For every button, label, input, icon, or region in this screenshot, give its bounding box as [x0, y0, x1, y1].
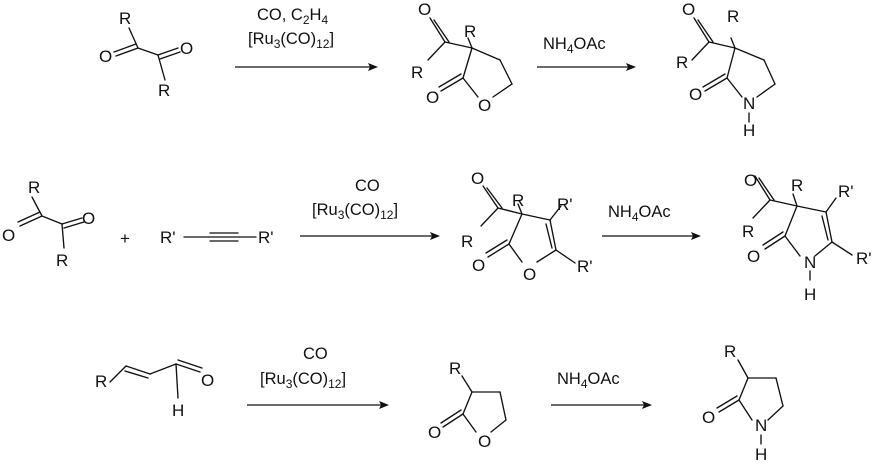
enal: R O H — [95, 359, 214, 420]
r-label: R — [28, 178, 40, 197]
h-label: H — [755, 445, 767, 464]
lactone-1: O R R O O — [411, 0, 513, 115]
arrow-3a: CO [Ru3(CO)12] — [247, 345, 389, 409]
pyrrolinone: O R R' R O N R' H — [742, 171, 872, 304]
n-label: N — [804, 253, 816, 272]
condition-catalyst: [Ru3(CO)12] — [260, 370, 346, 391]
r-label: R — [449, 359, 461, 378]
diketone-2: R O O R — [2, 178, 95, 270]
o-label: O — [471, 169, 484, 188]
r-label: R — [95, 372, 107, 391]
o-label: O — [99, 47, 112, 66]
r-label: R — [742, 222, 754, 241]
r-label: R — [791, 176, 803, 195]
condition-co: CO — [303, 345, 328, 363]
o-label: O — [689, 85, 702, 104]
condition-catalyst: [Ru3(CO)12] — [248, 30, 334, 51]
r-prime-label: R' — [160, 228, 176, 247]
r-label: R — [461, 232, 473, 251]
o-label: O — [478, 96, 491, 115]
o-label: O — [472, 256, 485, 275]
r-label: R — [119, 9, 131, 28]
h-label: H — [804, 285, 816, 304]
lactone-3: R O O — [428, 359, 507, 451]
arrow-2a: CO [Ru3(CO)12] — [300, 177, 440, 240]
o-label: O — [702, 408, 715, 427]
condition-co: CO — [355, 177, 380, 195]
o-label: O — [747, 247, 760, 266]
r-label: R — [724, 342, 736, 361]
r-label: R — [158, 81, 170, 100]
arrow-3b: NH4OAc — [551, 370, 652, 409]
o-label: O — [418, 0, 431, 19]
r-label: R — [676, 53, 688, 72]
r-prime-label: R' — [557, 195, 573, 214]
r-prime-label: R' — [258, 228, 274, 247]
arrow-1a: CO, C2H4 [Ru3(CO)12] — [235, 6, 378, 71]
pyrrolidinone: R O N H — [702, 342, 784, 464]
h-label: H — [172, 401, 184, 420]
r-prime-label: R' — [856, 249, 872, 268]
r-label: R — [512, 191, 524, 210]
o-label: O — [201, 371, 214, 390]
arrow-1b: NH4OAc — [537, 35, 636, 71]
arrow-2b: NH4OAc — [602, 203, 701, 240]
o-label: O — [523, 265, 536, 284]
o-label: O — [180, 39, 193, 58]
r-label: R — [56, 251, 68, 270]
n-label: N — [755, 416, 767, 435]
o-label: O — [426, 88, 439, 107]
r-label: R — [727, 7, 739, 26]
condition-nh4oac: NH4OAc — [608, 203, 671, 224]
r-prime-label: R' — [577, 257, 593, 276]
r-label: R — [464, 22, 476, 41]
o-label: O — [682, 0, 695, 19]
h-label: H — [743, 121, 755, 140]
condition-catalyst: [Ru3(CO)12] — [312, 201, 398, 222]
r-prime-label: R' — [838, 182, 854, 201]
o-label: O — [428, 423, 441, 442]
r-label: R — [411, 63, 423, 82]
o-label: O — [478, 432, 491, 451]
condition-co-ethylene: CO, C2H4 — [257, 6, 328, 27]
condition-nh4oac: NH4OAc — [543, 35, 606, 56]
lactam-1: O R R O N H — [676, 0, 776, 140]
n-label: N — [743, 94, 755, 113]
alkyne: R' R' — [160, 228, 274, 247]
o-label: O — [82, 209, 95, 228]
diketone-1: R O O R — [99, 9, 193, 100]
o-label: O — [744, 171, 757, 190]
plus-sign: + — [120, 229, 130, 248]
condition-nh4oac: NH4OAc — [557, 370, 620, 391]
o-label: O — [2, 226, 15, 245]
butenolide: O R R' R O O R' — [461, 169, 593, 284]
